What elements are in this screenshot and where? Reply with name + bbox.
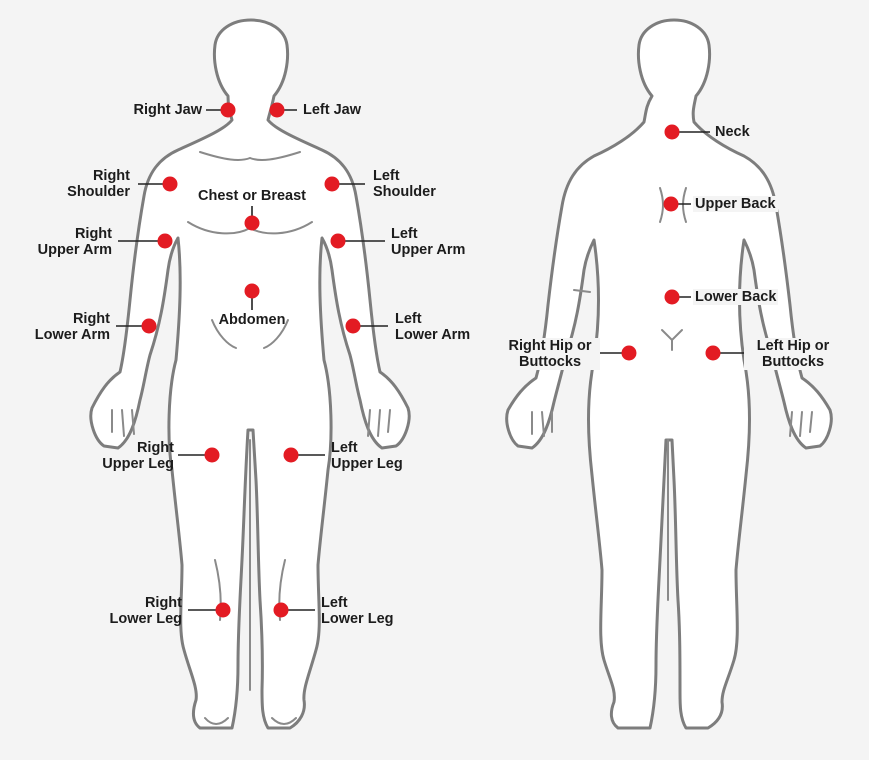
label-text: Upper Back <box>695 196 776 212</box>
label-right-lower-leg: Right Lower Leg <box>90 595 182 627</box>
front-body-figure <box>89 18 411 730</box>
label-right-upper-leg: Right Upper Leg <box>80 440 174 472</box>
marker-upper-back <box>663 196 679 212</box>
label-lower-back: Lower Back <box>693 289 779 305</box>
label-text: Right <box>72 311 110 327</box>
label-text: Lower Back <box>695 289 777 305</box>
label-upper-back: Upper Back <box>693 196 778 212</box>
label-text: Right <box>136 440 174 456</box>
marker-right-lower-arm <box>141 318 157 334</box>
label-text: Lower Arm <box>34 327 110 343</box>
label-left-upper-arm: Left Upper Arm <box>391 226 465 258</box>
label-right-lower-arm: Right Lower Arm <box>18 311 110 343</box>
label-text: Right <box>144 595 182 611</box>
marker-abdomen <box>244 283 260 299</box>
label-text: Shoulder <box>67 184 130 200</box>
label-left-lower-arm: Left Lower Arm <box>395 311 470 343</box>
marker-left-jaw <box>269 102 285 118</box>
label-text: Left <box>391 226 418 242</box>
marker-right-lower-leg <box>215 602 231 618</box>
marker-left-upper-leg <box>283 447 299 463</box>
label-text: Upper Arm <box>391 242 466 258</box>
marker-right-upper-leg <box>204 447 220 463</box>
label-left-upper-leg: Left Upper Leg <box>331 440 403 472</box>
label-text: Left Jaw <box>303 102 362 118</box>
label-left-shoulder: Left Shoulder <box>373 168 436 200</box>
marker-right-shoulder <box>162 176 178 192</box>
marker-right-jaw <box>220 102 236 118</box>
label-left-hip-or-buttocks: Left Hip or Buttocks <box>744 338 842 370</box>
label-right-jaw: Right Jaw <box>120 102 202 118</box>
label-text: Lower Arm <box>395 327 471 343</box>
label-chest-or-breast: Chest or Breast <box>186 188 318 204</box>
label-text: Upper Leg <box>102 456 174 472</box>
label-text: Shoulder <box>373 184 436 200</box>
label-text: Left Hip or <box>756 338 830 354</box>
marker-left-shoulder <box>324 176 340 192</box>
label-text: Lower Leg <box>321 611 394 627</box>
label-abdomen: Abdomen <box>206 312 298 328</box>
marker-left-lower-arm <box>345 318 361 334</box>
label-text: Lower Leg <box>109 611 182 627</box>
marker-right-upper-arm <box>157 233 173 249</box>
label-text: Left <box>373 168 400 184</box>
label-neck: Neck <box>715 124 750 140</box>
marker-left-upper-arm <box>330 233 346 249</box>
label-text: Chest or Breast <box>198 188 306 204</box>
label-text: Left <box>321 595 348 611</box>
label-text: Upper Leg <box>331 456 403 472</box>
label-right-hip-or-buttocks: Right Hip or Buttocks <box>500 338 600 370</box>
label-text: Right Jaw <box>133 102 202 118</box>
marker-left-lower-leg <box>273 602 289 618</box>
label-text: Left <box>331 440 358 456</box>
pain-markers <box>141 102 721 618</box>
marker-neck <box>664 124 680 140</box>
label-left-lower-leg: Left Lower Leg <box>321 595 394 627</box>
marker-lower-back <box>664 289 680 305</box>
label-text: Right <box>92 168 130 184</box>
label-right-shoulder: Right Shoulder <box>40 168 130 200</box>
label-text: Upper Arm <box>37 242 112 258</box>
label-text: Buttocks <box>518 354 582 370</box>
marker-right-hip-or-buttocks <box>621 345 637 361</box>
label-text: Buttocks <box>761 354 825 370</box>
label-text: Neck <box>715 124 750 140</box>
label-text: Right <box>74 226 112 242</box>
label-left-jaw: Left Jaw <box>303 102 361 118</box>
marker-left-hip-or-buttocks <box>705 345 721 361</box>
label-text: Abdomen <box>218 312 286 328</box>
label-text: Left <box>395 311 422 327</box>
label-right-upper-arm: Right Upper Arm <box>20 226 112 258</box>
marker-chest-or-breast <box>244 215 260 231</box>
label-text: Right Hip or <box>508 338 592 354</box>
